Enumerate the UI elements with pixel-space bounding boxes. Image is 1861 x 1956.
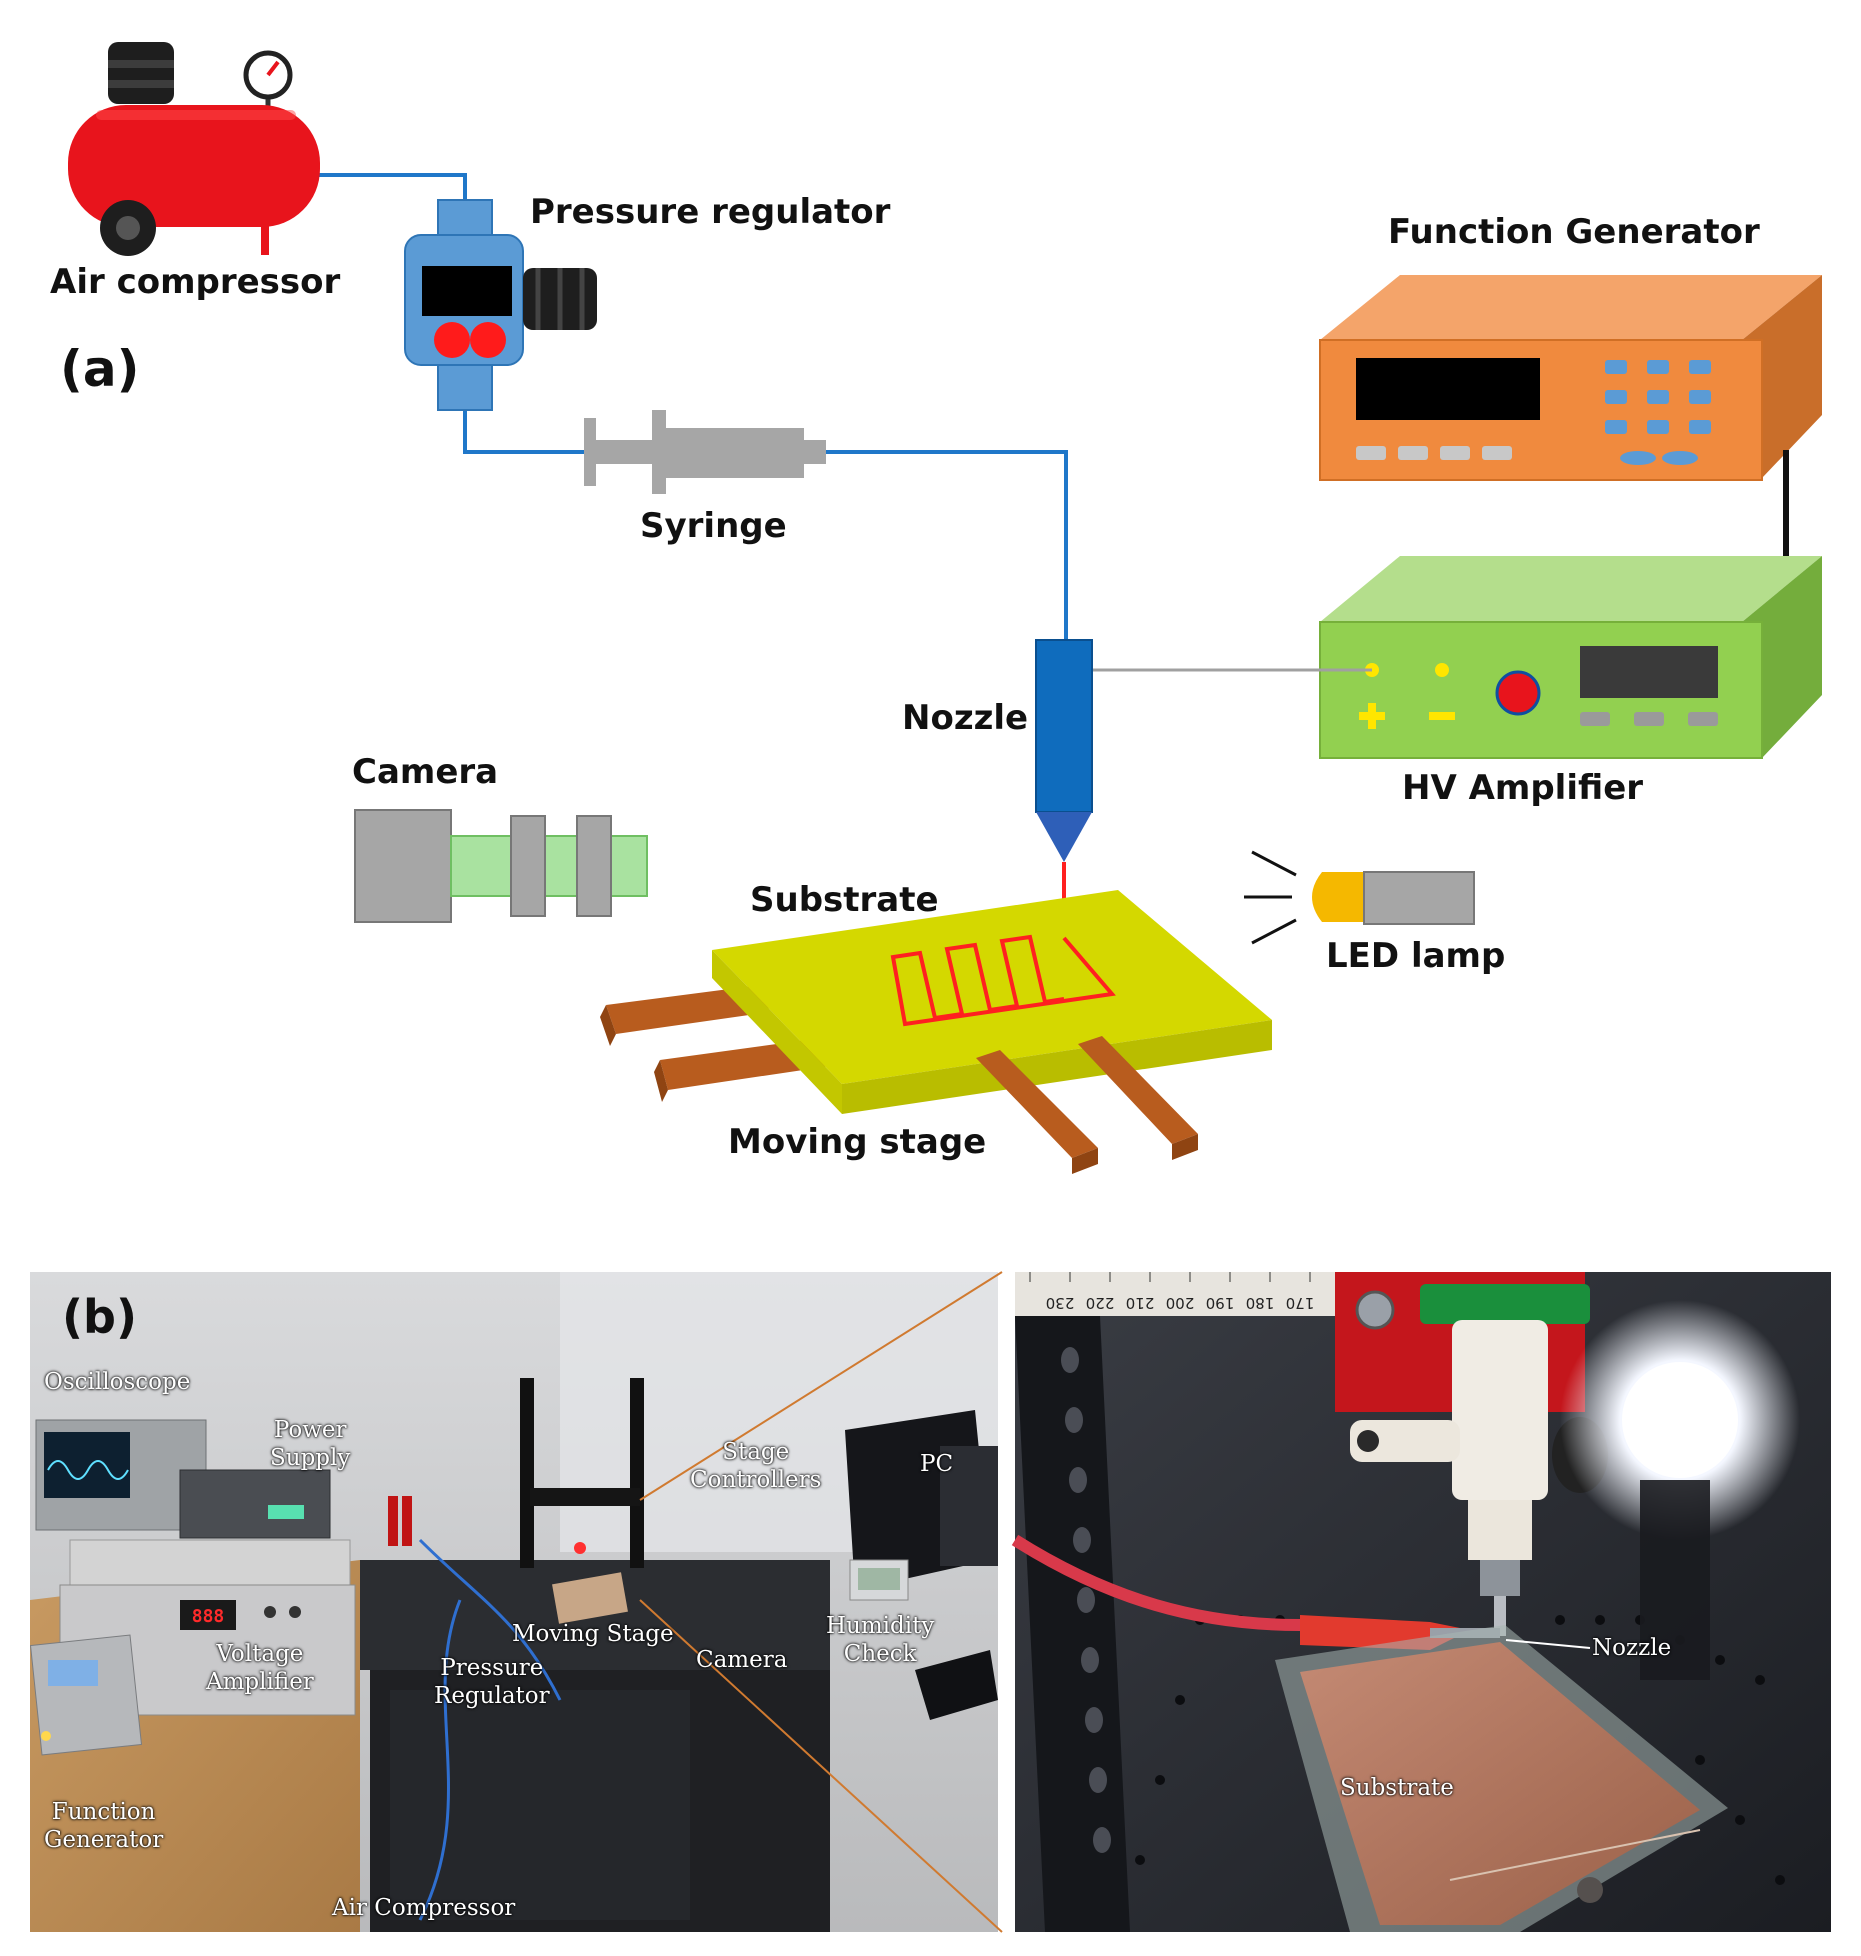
panel-b-tag: (b) <box>62 1290 137 1344</box>
oscilloscope-label: Oscilloscope <box>44 1369 191 1395</box>
air-compressor-label: Air compressor <box>50 262 341 302</box>
substrate-photo-label: Substrate <box>1340 1775 1454 1801</box>
ruler-tick: 220 <box>1086 1294 1115 1312</box>
syringe-label: Syringe <box>640 506 787 546</box>
zoom-lines <box>639 1271 1003 1933</box>
ruler-tick: 180 <box>1246 1294 1275 1312</box>
hv-amplifier-label: HV Amplifier <box>1402 768 1644 808</box>
hv-amplifier <box>1319 556 1822 759</box>
nozzle-photo-label: Nozzle <box>1592 1635 1672 1661</box>
moving-stage <box>600 890 1272 1174</box>
ruler-tick: 190 <box>1206 1294 1235 1312</box>
moving-stage-label: Moving stage <box>728 1122 987 1162</box>
nozzle-label: Nozzle <box>902 698 1029 738</box>
camera <box>354 809 648 923</box>
panel-a-tag: (a) <box>60 340 140 398</box>
substrate-label: Substrate <box>750 880 939 920</box>
nozzle <box>1035 639 1093 938</box>
lab-photo: 888 <box>29 1272 998 1932</box>
camera-label: Camera <box>352 752 499 792</box>
led-lamp-label: LED lamp <box>1326 936 1506 976</box>
ruler-tick: 230 <box>1046 1294 1075 1312</box>
syringe <box>584 410 826 494</box>
ruler-tick: 210 <box>1126 1294 1155 1312</box>
function-generator-label: Function Generator <box>1388 212 1760 252</box>
ruler-tick: 170 <box>1286 1294 1315 1312</box>
air-tubing <box>318 173 1068 640</box>
air-compressor-photo-label: Air Compressor <box>332 1895 516 1921</box>
substrate <box>712 890 1272 1084</box>
pressure-regulator-label: Pressure regulator <box>530 192 891 232</box>
ruler-scale: 230 220 210 200 190 180 170 <box>1046 1294 1315 1312</box>
svg-text:888: 888 <box>192 1606 225 1627</box>
camera-photo-label: Camera <box>696 1647 788 1673</box>
pressure-regulator <box>404 199 597 411</box>
moving-stage-photo-label: Moving Stage <box>512 1621 674 1647</box>
pc-label: PC <box>920 1451 954 1477</box>
function-generator <box>1319 275 1822 481</box>
led-lamp <box>1244 850 1475 945</box>
air-compressor <box>68 42 320 256</box>
printed-trace <box>890 934 1116 1027</box>
closeup-photo <box>1011 1272 1831 1932</box>
ruler-tick: 200 <box>1166 1294 1195 1312</box>
